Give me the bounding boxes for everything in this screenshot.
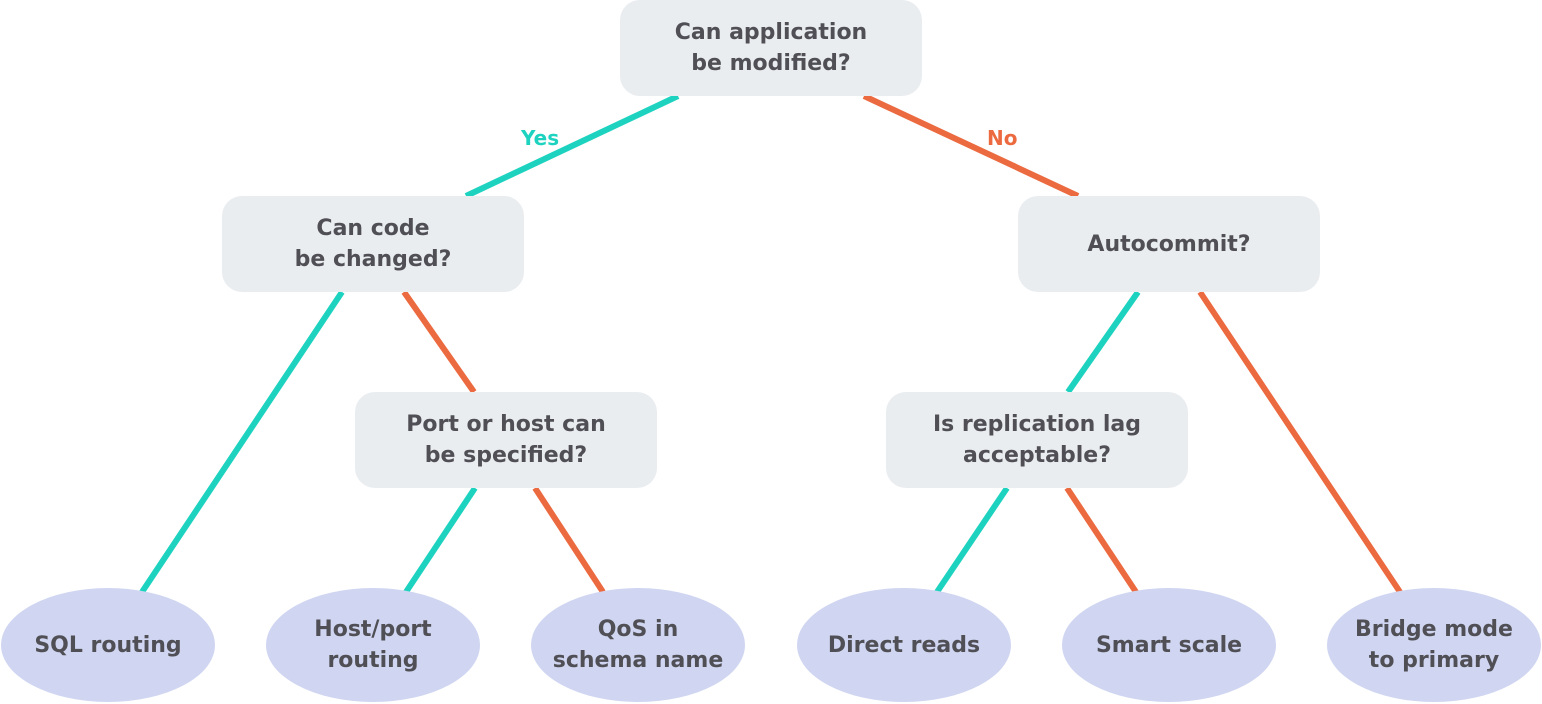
decision-replication-lag: Is replication lag acceptable?: [886, 392, 1188, 488]
edge-app-modified-to-code-changed: [464, 93, 680, 199]
edge-port-host-to-host-port-routing: [403, 486, 478, 594]
outcome-bridge-mode: Bridge mode to primary: [1327, 588, 1541, 702]
edge-autocommit-to-bridge-mode: [1197, 290, 1403, 594]
edge-code-changed-to-sql-routing: [139, 290, 345, 594]
decision-autocommit: Autocommit?: [1018, 196, 1320, 292]
edge-label-no: No: [987, 126, 1018, 150]
edge-replication-lag-to-smart-scale: [1064, 486, 1139, 594]
outcome-smart-scale: Smart scale: [1062, 588, 1276, 702]
decision-code-changed: Can code be changed?: [222, 196, 524, 292]
decision-app-modified: Can application be modified?: [620, 0, 922, 96]
edge-code-changed-to-port-host: [401, 290, 477, 394]
outcome-sql-routing: SQL routing: [1, 588, 215, 702]
outcome-direct-reads: Direct reads: [797, 588, 1011, 702]
edge-label-yes: Yes: [521, 126, 560, 150]
decision-port-host: Port or host can be specified?: [355, 392, 657, 488]
edge-app-modified-to-autocommit: [862, 93, 1080, 199]
outcome-host-port-routing: Host/port routing: [266, 588, 480, 702]
outcome-qos-schema: QoS in schema name: [531, 588, 745, 702]
edge-port-host-to-qos-schema: [532, 486, 606, 594]
edge-autocommit-to-replication-lag: [1065, 290, 1141, 394]
edge-replication-lag-to-direct-reads: [934, 486, 1010, 594]
